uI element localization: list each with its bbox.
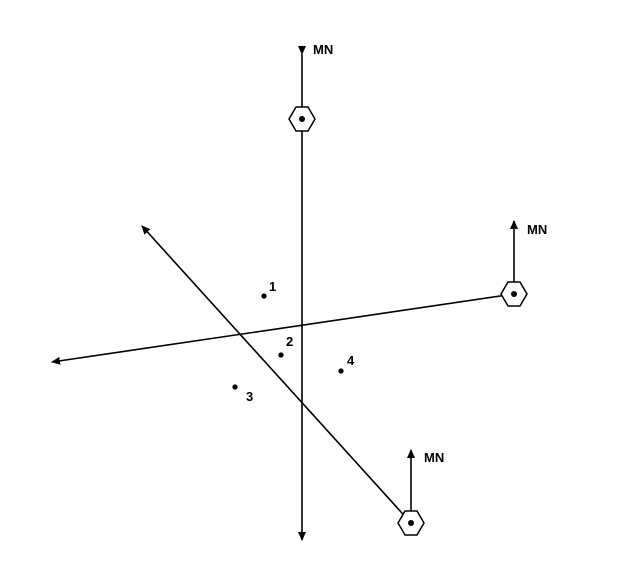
station-top [288, 106, 316, 132]
station-right [500, 281, 528, 307]
point-2-dot [278, 352, 284, 358]
station-bottom [397, 510, 425, 536]
point-3-label: 3 [246, 389, 253, 404]
station-dot [511, 291, 517, 297]
mn-label-bottom: MN [424, 450, 444, 465]
point-1-dot [261, 293, 267, 299]
mn-label-right: MN [527, 222, 547, 237]
point-1-label: 1 [269, 279, 276, 294]
point-2-label: 2 [286, 334, 293, 349]
point-4-dot [338, 368, 344, 374]
point-3-dot [232, 384, 238, 390]
mn-label-top: MN [313, 42, 333, 57]
bearing-line-horizontal [51, 293, 515, 365]
station-dot [408, 520, 414, 526]
bearing-line-diagonal [141, 225, 412, 524]
point-4-label: 4 [347, 353, 355, 368]
station-dot [299, 116, 305, 122]
